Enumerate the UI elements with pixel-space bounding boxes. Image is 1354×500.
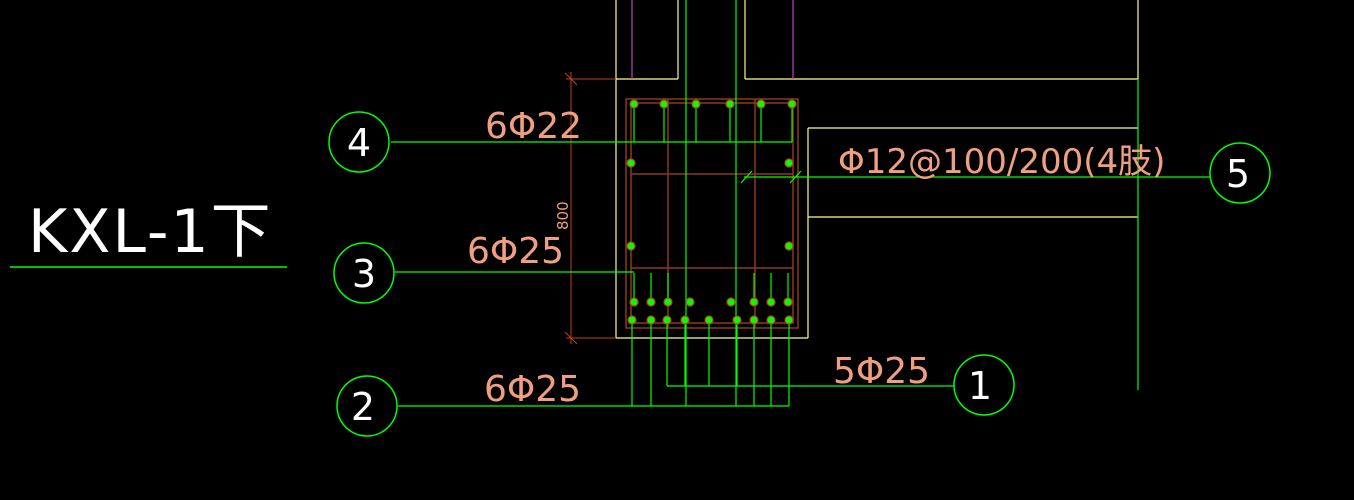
svg-text:2: 2 (351, 385, 375, 429)
top-bars-label: 6Φ22 (485, 106, 582, 147)
bottom-bars-label: 6Φ25 (484, 369, 581, 410)
bubble-3: 3 (333, 242, 395, 304)
bottom-bar-lines (631, 320, 790, 406)
bubble-5: 5 (1209, 142, 1271, 204)
extra-bars-label: 5Φ25 (833, 351, 930, 392)
svg-text:5: 5 (1226, 152, 1250, 196)
column-rebar (631, 0, 794, 79)
height-dimension-label: 800 (554, 201, 572, 230)
svg-text:1: 1 (968, 364, 992, 408)
bubble-2: 2 (336, 375, 398, 437)
structure-outline (615, 0, 1139, 339)
drawing-title: KXL-1下 (28, 197, 273, 267)
bubble-4: 4 (328, 111, 390, 173)
height-dimension (564, 72, 616, 345)
bubble-1: 1 (953, 354, 1015, 416)
mid-bars-label: 6Φ25 (467, 231, 564, 272)
stirrup-label: Φ12@100/200(4肢) (838, 142, 1165, 182)
column-lines (685, 0, 1139, 406)
svg-text:3: 3 (352, 252, 376, 296)
leader-lines (391, 141, 1210, 407)
mid-bar-hooks (633, 273, 789, 302)
svg-text:4: 4 (347, 121, 371, 165)
top-bar-hooks (633, 104, 793, 142)
rebar-dots (626, 99, 797, 325)
section-stirrups (625, 98, 799, 329)
